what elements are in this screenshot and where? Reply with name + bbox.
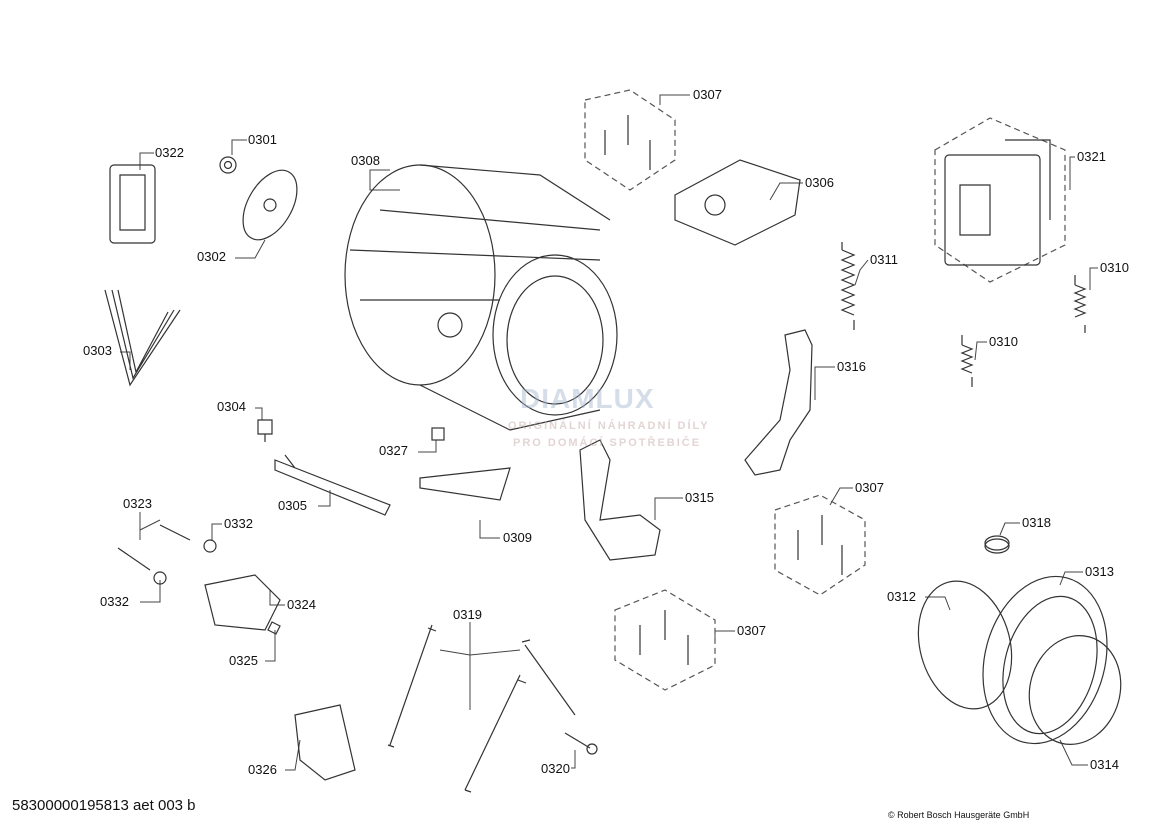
part-label-0318[interactable]: 0318 bbox=[1021, 515, 1052, 530]
part-0302-pulley bbox=[242, 169, 298, 241]
dashed-hex-groups bbox=[584, 89, 1066, 691]
part-label-0307-bottom[interactable]: 0307 bbox=[736, 623, 767, 638]
watermark-line1: ORIGINÁLNÍ NÁHRADNÍ DÍLY bbox=[508, 420, 710, 432]
part-label-0321[interactable]: 0321 bbox=[1076, 149, 1107, 164]
part-0305-heater bbox=[274, 454, 391, 516]
part-0310-spring-a bbox=[1073, 275, 1087, 333]
watermark-line2: PRO DOMÁCÍ SPOTŘEBIČE bbox=[513, 437, 702, 449]
part-0303-belt bbox=[104, 289, 181, 387]
part-label-0319[interactable]: 0319 bbox=[452, 607, 483, 622]
part-0301-nut bbox=[219, 156, 237, 174]
part-label-0302[interactable]: 0302 bbox=[196, 249, 227, 264]
part-label-0327[interactable]: 0327 bbox=[378, 443, 409, 458]
part-label-0316[interactable]: 0316 bbox=[836, 359, 867, 374]
part-0313-door-seal bbox=[982, 575, 1108, 745]
part-label-0322[interactable]: 0322 bbox=[154, 145, 185, 160]
part-0323-pins bbox=[117, 524, 191, 571]
part-0322-pump-module bbox=[109, 164, 156, 244]
part-label-0303[interactable]: 0303 bbox=[82, 343, 113, 358]
part-label-0301[interactable]: 0301 bbox=[247, 132, 278, 147]
leader-lines bbox=[120, 94, 1098, 771]
part-0318-clamp bbox=[984, 535, 1010, 554]
part-0306-cover bbox=[674, 159, 801, 246]
part-label-0311[interactable]: 0311 bbox=[869, 252, 899, 267]
part-0311-spring bbox=[840, 242, 856, 330]
part-label-0332-lower[interactable]: 0332 bbox=[99, 594, 130, 609]
part-label-0326[interactable]: 0326 bbox=[247, 762, 278, 777]
part-0325-clip bbox=[267, 621, 281, 635]
part-label-0310-right[interactable]: 0310 bbox=[1099, 260, 1130, 275]
copyright-notice: © Robert Bosch Hausgeräte GmbH bbox=[888, 810, 1030, 820]
part-label-0320[interactable]: 0320 bbox=[540, 761, 571, 776]
part-0324-drain-pump bbox=[204, 574, 281, 631]
part-label-0324[interactable]: 0324 bbox=[286, 597, 317, 612]
part-label-0314[interactable]: 0314 bbox=[1089, 757, 1120, 772]
part-0304-sensor bbox=[257, 419, 273, 442]
diagram-id: 58300000195813 aet 003 b bbox=[12, 797, 196, 814]
part-0315-weight bbox=[579, 439, 661, 561]
part-0326-module bbox=[294, 704, 356, 781]
part-0321-control-module bbox=[944, 139, 1051, 266]
part-label-0323[interactable]: 0323 bbox=[122, 496, 153, 511]
part-label-0309[interactable]: 0309 bbox=[502, 530, 533, 545]
part-label-0315[interactable]: 0315 bbox=[684, 490, 715, 505]
part-label-0307-top[interactable]: 0307 bbox=[692, 87, 723, 102]
part-0327-clip bbox=[431, 427, 445, 441]
part-0319-shock-absorbers bbox=[387, 624, 576, 793]
part-0316-weight bbox=[744, 329, 813, 476]
part-label-0312[interactable]: 0312 bbox=[886, 589, 917, 604]
part-0309-filter bbox=[419, 467, 511, 501]
part-0310-spring-b bbox=[960, 335, 974, 387]
part-label-0307-middle[interactable]: 0307 bbox=[854, 480, 885, 495]
part-0314-clamp-ring bbox=[1028, 635, 1122, 745]
part-0312-clamp-ring bbox=[917, 580, 1013, 710]
part-label-0304[interactable]: 0304 bbox=[216, 399, 247, 414]
part-label-0308[interactable]: 0308 bbox=[350, 153, 381, 168]
part-0307-screws bbox=[604, 115, 843, 665]
watermark-brand: DIAMLUX bbox=[520, 383, 655, 414]
part-label-0305[interactable]: 0305 bbox=[277, 498, 308, 513]
part-label-0310-left[interactable]: 0310 bbox=[988, 334, 1019, 349]
part-label-0313[interactable]: 0313 bbox=[1084, 564, 1115, 579]
part-0332-caps bbox=[153, 539, 217, 585]
part-0308-drum-tub bbox=[344, 164, 618, 431]
part-0320-bolt bbox=[564, 732, 598, 755]
part-label-0325[interactable]: 0325 bbox=[228, 653, 259, 668]
part-label-0306[interactable]: 0306 bbox=[804, 175, 835, 190]
part-label-0332-upper[interactable]: 0332 bbox=[223, 516, 254, 531]
